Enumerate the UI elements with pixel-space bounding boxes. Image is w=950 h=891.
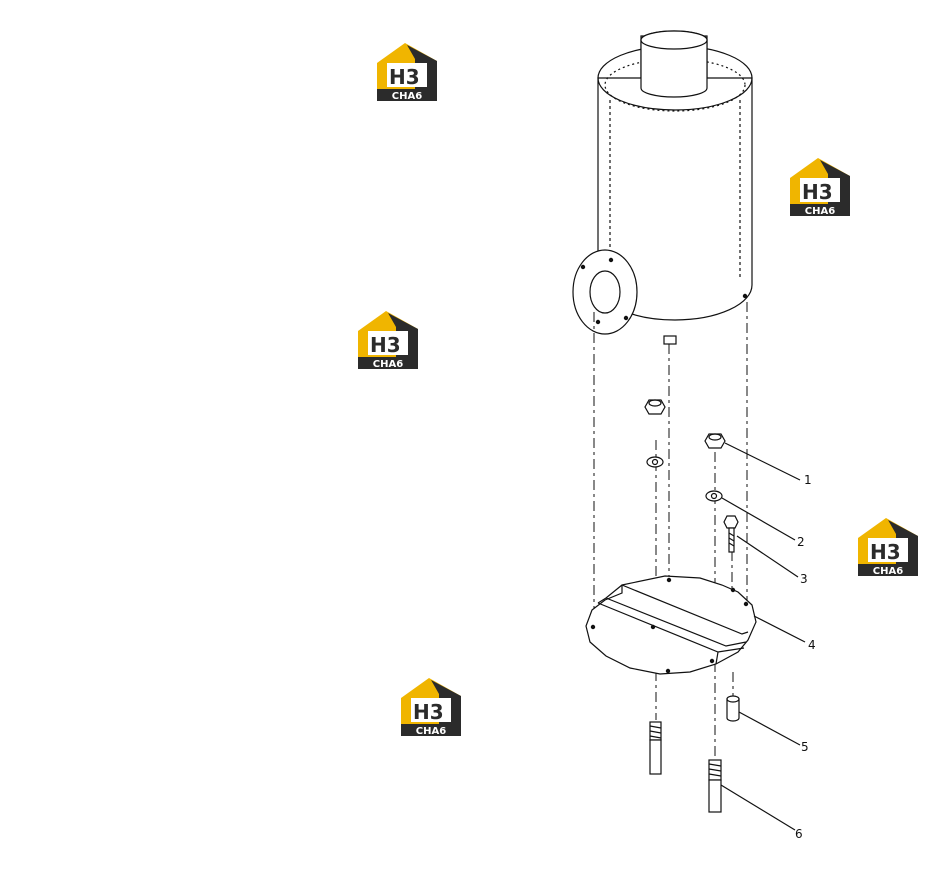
logo-mark: H3: [802, 180, 833, 204]
spacer-part-5: [726, 695, 740, 722]
logo-subtext: CHA6: [373, 359, 403, 370]
logo-subtext: CHA6: [416, 726, 446, 737]
stud-part-6: [708, 759, 722, 813]
muffler-body: [572, 30, 753, 345]
callout-5: 5: [801, 740, 809, 754]
callout-3: 3: [800, 572, 808, 586]
left-hardware-stack: [644, 399, 666, 468]
house-logo-icon: H3 CHA6: [358, 311, 418, 370]
logo-subtext: CHA6: [805, 206, 835, 217]
house-logo-icon: H3 CHA6: [858, 518, 918, 577]
callout-1: 1: [804, 473, 812, 487]
callout-6: 6: [795, 827, 803, 841]
left-stud: [649, 721, 662, 775]
bolt-part-3: [723, 515, 739, 553]
logo-mark: H3: [389, 65, 420, 89]
nut-part-1: [704, 433, 726, 449]
callout-4: 4: [808, 638, 816, 652]
logo-mark: H3: [370, 333, 401, 357]
house-logo-icon: H3 CHA6: [377, 43, 437, 102]
callout-labels: 1 2 3 4 5 6: [795, 473, 816, 841]
logo-subtext: CHA6: [392, 91, 422, 102]
logo-subtext: CHA6: [873, 566, 903, 577]
washer-part-2: [705, 490, 723, 502]
callout-2: 2: [797, 535, 805, 549]
assembly-centerlines: [593, 302, 748, 760]
house-logo-icon: H3 CHA6: [790, 158, 850, 217]
house-logo-icon: H3 CHA6: [401, 678, 461, 737]
watermark-logos: H3 CHA6 H3 CHA6 H3 CHA6 H3 CHA6: [358, 43, 918, 737]
mounting-plate-part-4: [585, 575, 757, 675]
leader-lines: [720, 442, 806, 831]
logo-mark: H3: [870, 540, 901, 564]
logo-mark: H3: [413, 700, 444, 724]
